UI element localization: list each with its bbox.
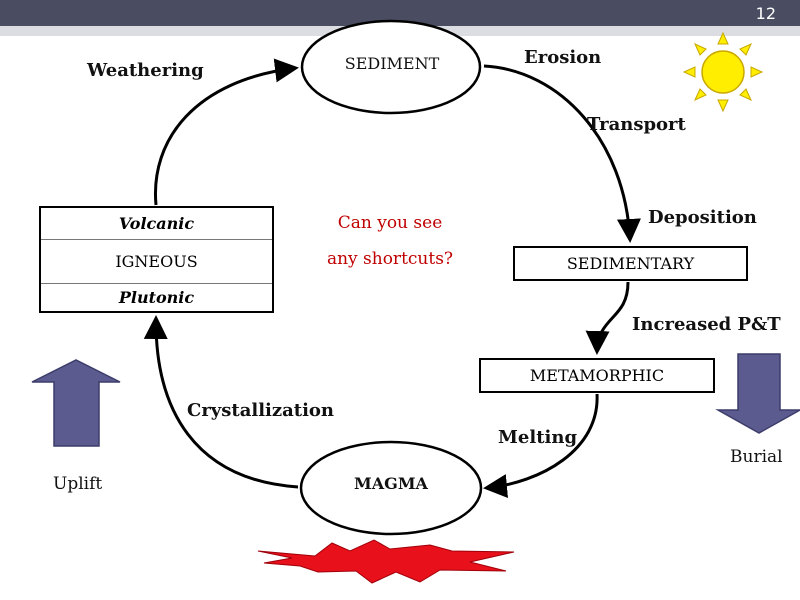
igneous-plutonic-label: Plutonic xyxy=(118,287,195,307)
transport-label: Transport xyxy=(587,114,686,135)
heat-explosion-icon xyxy=(257,539,515,584)
deposition-label: Deposition xyxy=(648,207,757,228)
sedimentary-node: SEDIMENTARY xyxy=(513,246,748,281)
melting-arrow xyxy=(483,393,599,499)
slide-number: 12 xyxy=(755,4,776,23)
igneous-main-label: IGNEOUS xyxy=(41,239,272,284)
magma-node-label: MAGMA xyxy=(354,474,428,493)
burial-arrow xyxy=(715,353,800,434)
metamorphism-arrow xyxy=(585,281,630,355)
melting-label: Melting xyxy=(498,427,578,448)
crystallization-arrow xyxy=(143,315,299,489)
magma-node-shape xyxy=(299,440,483,536)
uplift-arrow xyxy=(31,359,121,447)
igneous-node: Volcanic IGNEOUS Plutonic xyxy=(39,206,274,313)
uplift-label: Uplift xyxy=(53,474,103,494)
igneous-volcanic-label: Volcanic xyxy=(41,208,272,240)
metamorphic-node-label: METAMORPHIC xyxy=(529,366,665,385)
increased-pt-label: Increased P&T xyxy=(632,314,781,335)
sediment-node-label: SEDIMENT xyxy=(344,54,440,73)
metamorphic-node: METAMORPHIC xyxy=(479,358,715,393)
burial-label: Burial xyxy=(730,447,783,467)
sun-icon xyxy=(682,31,764,113)
erosion-label: Erosion xyxy=(524,47,602,68)
question-line-2: any shortcuts? xyxy=(326,249,454,269)
weathering-label: Weathering xyxy=(87,60,204,81)
sediment-node-shape xyxy=(300,19,482,115)
weathering-arrow xyxy=(153,58,299,206)
deposition-arrow xyxy=(483,64,641,243)
sedimentary-node-label: SEDIMENTARY xyxy=(566,254,695,273)
crystallization-label: Crystallization xyxy=(187,400,335,421)
question-line-1: Can you see xyxy=(337,213,443,233)
